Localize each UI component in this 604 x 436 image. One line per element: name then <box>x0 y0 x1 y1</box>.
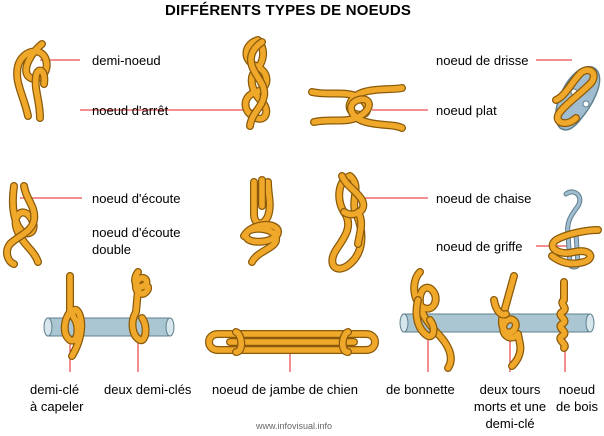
label-noeud-bois-line2: de bois <box>556 399 598 414</box>
noeud-chaise-illustration <box>328 172 368 273</box>
deux-demi-cles-illustration <box>128 268 152 345</box>
spar-right <box>399 313 595 333</box>
noeud-bois-illustration <box>556 278 569 352</box>
label-noeud-bois-line1: noeud <box>558 382 596 397</box>
label-jambe-de-chien: noeud de jambe de chien <box>212 382 359 397</box>
diagram-title: DIFFÉRENTS TYPES DE NOEUDS <box>165 2 412 19</box>
noeud-arret-illustration <box>241 36 271 130</box>
deux-tours-morts-illustration <box>490 272 525 370</box>
label-noeud-chaise: noeud de chaise <box>436 191 532 206</box>
bonnette-illustration <box>410 268 455 372</box>
label-deux-demi-cles: deux demi-clés <box>104 382 192 397</box>
label-demi-cle-capeler-line1: demi-clé <box>30 382 80 397</box>
label-demi-cle-capeler-line2: à capeler <box>30 399 84 414</box>
label-noeud-plat: noeud plat <box>436 103 497 118</box>
label-demi-noeud: demi-noeud <box>92 53 161 68</box>
label-noeud-ecoute: noeud d'écoute <box>92 191 181 206</box>
label-noeud-ecoute-double-line2: double <box>92 242 132 257</box>
label-deux-tours-line1: deux tours <box>479 382 541 397</box>
noeud-drisse-illustration <box>552 65 601 131</box>
label-bonnette: de bonnette <box>386 382 455 397</box>
label-noeud-drisse: noeud de drisse <box>436 53 529 68</box>
footer-credit: www.infovisual.info <box>256 421 333 431</box>
noeud-ecoute-illustration <box>3 182 42 268</box>
noeud-ecoute-double-illustration <box>240 176 282 266</box>
label-noeud-griffe: noeud de griffe <box>436 239 523 254</box>
noeud-plat-illustration <box>308 84 406 132</box>
label-deux-tours-line3: demi-clé <box>485 416 535 431</box>
demi-noeud-illustration <box>13 40 51 122</box>
label-deux-tours-line2: morts et une <box>473 399 547 414</box>
demi-cle-capeler-illustration <box>60 272 86 360</box>
noeud-griffe-illustration <box>548 189 602 270</box>
label-noeud-arret: noeud d'arrêt <box>92 103 169 118</box>
label-noeud-ecoute-double-line1: noeud d'écoute <box>92 225 181 240</box>
jambe-de-chien-illustration <box>205 328 379 356</box>
